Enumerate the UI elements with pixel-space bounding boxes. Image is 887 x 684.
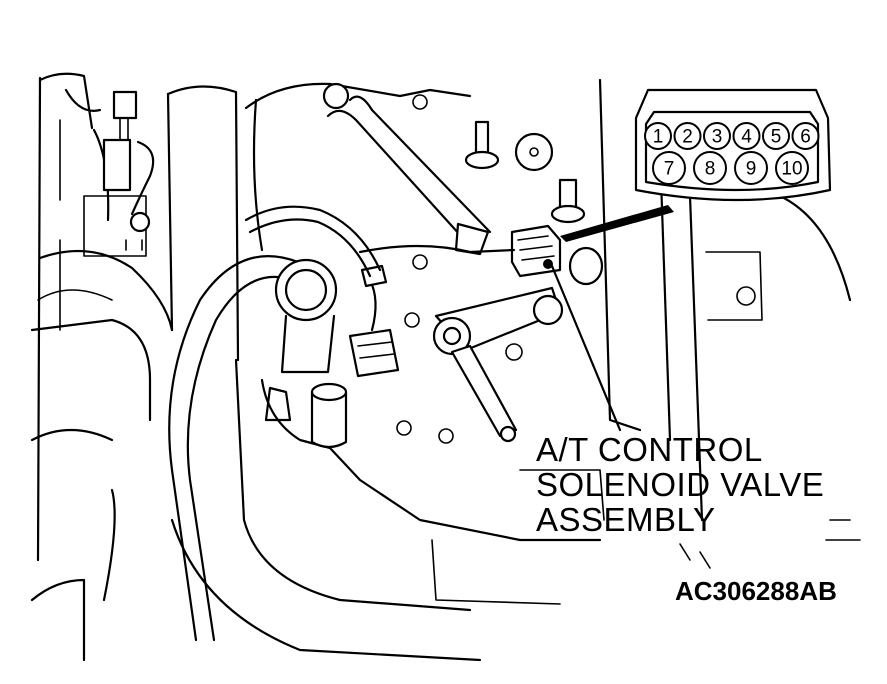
shift-lever: [432, 286, 564, 443]
connector-pin-10: [775, 151, 809, 185]
wiring-harness: [244, 205, 516, 278]
lower-cylinder: [310, 382, 348, 449]
callout-line-1: A/T CONTROL: [536, 431, 763, 468]
connector-pin-4: [732, 122, 761, 150]
callout-leader-line: [550, 264, 622, 432]
connector-pin-1: [644, 122, 672, 150]
connector-pin-2: [673, 122, 702, 150]
connector-pin-label: 2: [682, 127, 693, 148]
vacuum-hose: [168, 255, 300, 642]
connector-pin-7: [652, 151, 686, 185]
connector-pin-5: [762, 122, 790, 150]
connector-pin-8: [693, 151, 727, 185]
connector-pin-6: [791, 122, 820, 150]
solenoid-valve-callout: A/T CONTROL SOLENOID VALVE ASSEMBLY: [536, 432, 824, 537]
connector-pin-label: 1: [653, 127, 664, 148]
connector-pin-label: 10: [781, 159, 802, 180]
connector-pin-label: 7: [664, 159, 675, 180]
connector-pin-label: 5: [771, 127, 782, 148]
connector-pin-label: 8: [705, 159, 716, 180]
mount-boss: [274, 258, 338, 374]
case-bolts: [396, 94, 756, 444]
sensor-bracket: [64, 88, 155, 251]
figure-code: AC306288AB: [675, 576, 837, 606]
connector-pin-label: 4: [741, 127, 752, 148]
left-frame: [30, 72, 152, 662]
connector-pin-label: 9: [746, 159, 757, 180]
zoom-wedge: [560, 205, 674, 242]
studs: [464, 120, 586, 224]
breather-hose: [322, 82, 492, 256]
connector-pin-9: [734, 151, 768, 185]
connector-pin-3: [703, 122, 731, 150]
harness-plug: [348, 264, 400, 378]
right-panel: [679, 194, 861, 569]
connector-pin-label: 3: [712, 127, 723, 148]
radiator-hose: [38, 85, 482, 662]
callout-line-3: ASSEMBLY: [536, 501, 716, 538]
solenoid-connector: [510, 224, 604, 286]
connector-pin-label: 6: [800, 127, 811, 148]
callout-line-2: SOLENOID VALVE: [536, 466, 825, 503]
